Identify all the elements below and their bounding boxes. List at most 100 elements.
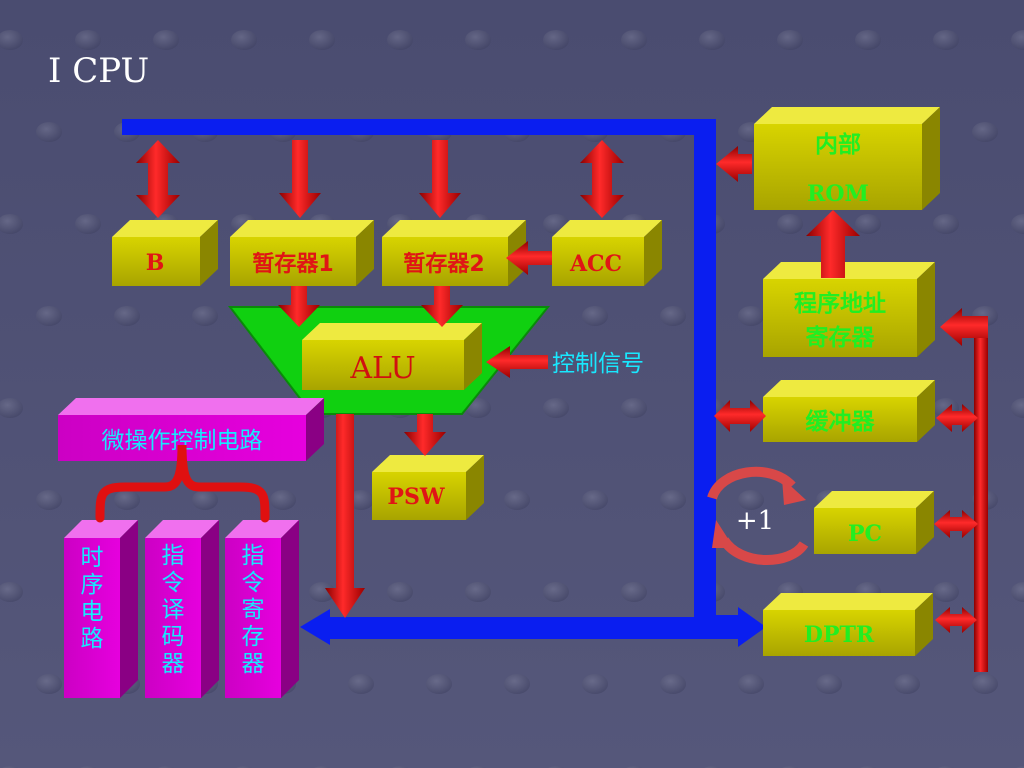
background-dot	[348, 674, 374, 694]
register-b-label: B	[146, 250, 165, 276]
background-dot	[114, 306, 140, 326]
background-dot	[543, 30, 569, 50]
timing-char: 路	[81, 626, 104, 652]
background-dot	[309, 30, 335, 50]
background-dot	[504, 490, 530, 510]
program-counter[interactable]: PC	[814, 491, 934, 554]
arrow-bus-temp2	[419, 140, 461, 218]
arrow-temp1-alu	[278, 286, 320, 327]
right-red-bus	[974, 322, 988, 672]
background-dot	[36, 490, 62, 510]
arrow-address-rom	[806, 210, 860, 278]
rom-label-line1: 内部	[815, 131, 861, 158]
ir-char: 寄	[242, 597, 265, 623]
alu[interactable]: ALU	[302, 323, 482, 390]
program-address-label-line1: 程序地址	[794, 290, 886, 317]
decoder-char: 译	[162, 597, 185, 623]
background-dot	[855, 30, 881, 50]
background-dot	[933, 214, 959, 234]
register-b[interactable]: B	[112, 220, 218, 286]
buffer-label: 缓冲器	[806, 408, 876, 435]
control-brace	[95, 444, 270, 523]
rom-label-line2: ROM	[807, 181, 869, 207]
background-dot	[504, 674, 530, 694]
background-dot	[1011, 30, 1024, 50]
background-dot	[1011, 398, 1024, 418]
background-dot	[972, 674, 998, 694]
arrow-bus-buffer	[714, 400, 766, 432]
micro-operation-control[interactable]: 微操作控制电路	[58, 398, 324, 461]
background-dot	[933, 582, 959, 602]
background-dot	[75, 214, 101, 234]
slide-title: Ⅰ CPU	[48, 51, 149, 91]
temp-register-1-label: 暂存器1	[252, 251, 333, 277]
temp-register-2[interactable]: 暂存器2	[382, 220, 526, 286]
background-dot	[777, 214, 803, 234]
arrow-right-pc	[934, 510, 978, 538]
background-dot	[0, 582, 23, 602]
buffer[interactable]: 缓冲器	[763, 380, 935, 442]
timing-char: 电	[81, 599, 104, 625]
plus-one-label: +1	[736, 506, 774, 536]
program-address-register[interactable]: 程序地址 寄存器	[763, 262, 935, 357]
decoder-char: 码	[162, 624, 185, 650]
background-dot	[387, 582, 413, 602]
background-dot	[894, 674, 920, 694]
arrow-bus-temp1	[279, 140, 321, 218]
accumulator-label: ACC	[569, 251, 622, 277]
psw-register[interactable]: PSW	[372, 455, 484, 520]
background-dot	[972, 122, 998, 142]
arrow-acc-temp2	[506, 241, 552, 275]
data-pointer[interactable]: DPTR	[763, 593, 933, 656]
arrow-right-dptr	[935, 607, 977, 633]
background-dot	[36, 674, 62, 694]
background-dot	[309, 582, 335, 602]
timing-char: 序	[81, 572, 104, 598]
background-dot	[933, 30, 959, 50]
background-dot	[0, 398, 23, 418]
background-dot	[153, 30, 179, 50]
background-dot	[465, 582, 491, 602]
background-dot	[270, 490, 296, 510]
decoder-char: 器	[162, 651, 185, 677]
background-dot	[582, 306, 608, 326]
ir-char: 指	[242, 543, 265, 569]
arrow-bus-b	[136, 140, 180, 218]
background-dot	[582, 674, 608, 694]
psw-label: PSW	[387, 484, 444, 510]
background-dot	[738, 490, 764, 510]
internal-rom[interactable]: 内部 ROM	[754, 107, 940, 210]
pc-label: PC	[848, 521, 882, 547]
background-dot	[231, 30, 257, 50]
background-dot	[192, 306, 218, 326]
background-dot	[36, 306, 62, 326]
background-dot	[543, 582, 569, 602]
control-signal-label: 控制信号	[552, 351, 644, 377]
temp-register-1[interactable]: 暂存器1	[230, 220, 374, 286]
background-dot	[621, 582, 647, 602]
background-dot	[1011, 582, 1024, 602]
decoder-char: 令	[162, 570, 185, 596]
background-dot	[699, 30, 725, 50]
background-dot	[387, 30, 413, 50]
background-dot	[816, 674, 842, 694]
arrow-rom-bus	[716, 146, 752, 182]
arrow-right-address	[940, 308, 988, 346]
arrow-right-buffer	[936, 404, 978, 432]
background-dot	[0, 30, 23, 50]
dptr-label: DPTR	[804, 622, 875, 648]
background-dot	[36, 122, 62, 142]
background-dot	[660, 490, 686, 510]
background-dot	[192, 490, 218, 510]
program-address-label-line2: 寄存器	[806, 324, 876, 351]
temp-register-2-label: 暂存器2	[403, 251, 484, 277]
accumulator[interactable]: ACC	[552, 220, 662, 286]
alu-label: ALU	[349, 351, 415, 386]
